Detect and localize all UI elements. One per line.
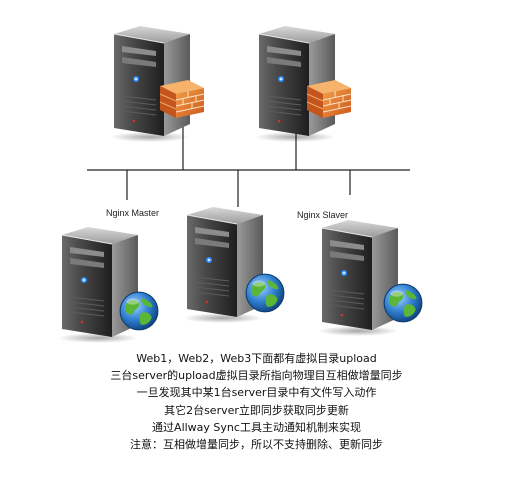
globe-icon xyxy=(245,273,285,313)
caption: Web1，Web2，Web3下面都有虚拟目录upload 三台server的up… xyxy=(0,350,513,453)
caption-line: 通过Allway Sync工具主动通知机制来实现 xyxy=(152,420,361,434)
nginx-slaver-node xyxy=(255,25,352,142)
server-icon xyxy=(58,226,139,343)
caption-line: 一旦发现其中某1台server目录中有文件写入动作 xyxy=(136,386,377,400)
web2-server-node xyxy=(183,206,285,323)
nginx-master-label: Nginx Master xyxy=(106,208,160,218)
caption-line: 三台server的upload虚拟目录所指向物理目互相做增量同步 xyxy=(110,369,403,383)
web3-server-node xyxy=(318,219,423,336)
globe-icon xyxy=(119,291,159,331)
caption-line: Web1，Web2，Web3下面都有虚拟目录upload xyxy=(136,352,377,365)
web1-server-node xyxy=(58,226,159,343)
firewall-icon xyxy=(306,79,352,119)
caption-line: 注意：互相做增量同步，所以不支持删除、更新同步 xyxy=(130,438,383,452)
nginx-master-node xyxy=(110,25,205,142)
globe-icon xyxy=(383,283,423,323)
nginx-slaver-label: Nginx Slaver xyxy=(297,210,349,220)
server-icon xyxy=(318,219,399,336)
caption-line: 其它2台server立即同步获取同步更新 xyxy=(164,403,349,417)
firewall-icon xyxy=(159,79,205,119)
